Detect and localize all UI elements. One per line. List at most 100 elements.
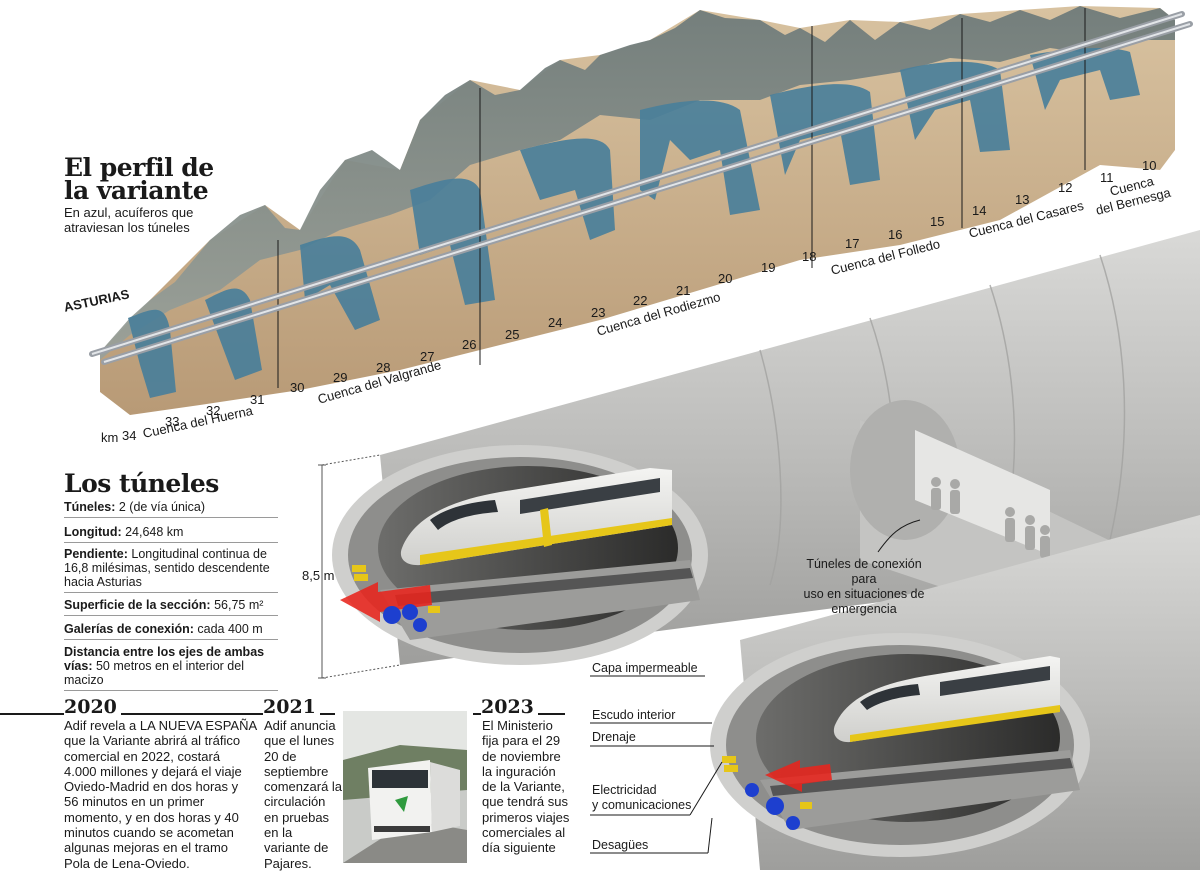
layer-electricity-line2: y comunicaciones <box>592 798 692 812</box>
km-mark: 31 <box>250 392 265 407</box>
timeline-line: El Ministerio <box>482 718 553 733</box>
timeline-line: 4.000 millones y dejará el viaje <box>64 763 242 779</box>
profile-title-line2: la variante <box>64 176 209 205</box>
connection-line2: uso en situaciones de <box>803 587 925 601</box>
timeline-line: de la Variante, <box>482 779 565 795</box>
km-mark: 19 <box>761 260 776 275</box>
layer-drainage: Drenaje <box>592 730 636 744</box>
km-mark: 14 <box>972 203 987 218</box>
timeline-line: Adif anuncia <box>264 718 336 733</box>
spec-item: Túneles: 2 (de vía única) <box>64 500 278 518</box>
layer-waterproof: Capa impermeable <box>592 661 698 675</box>
layer-electricity-line1: Electricidad <box>592 783 657 797</box>
timeline-line: en la <box>264 825 293 841</box>
people-silhouettes <box>931 477 1050 558</box>
km-mark: 17 <box>845 236 860 251</box>
spec-label: Superficie de la sección: <box>64 598 211 612</box>
spec-label: Túneles: <box>64 500 116 514</box>
spec-value: cada 400 m <box>193 622 263 636</box>
direction-arrow-lower <box>765 760 832 792</box>
tunnel-tubes-profile <box>89 11 1193 365</box>
timeline-line: comenzará la <box>264 779 343 795</box>
spec-item: Pendiente: Longitudinal continua de 16,8… <box>64 547 278 593</box>
lower-tunnel-section <box>710 633 1090 857</box>
profile-title-line1: El perfil de <box>64 153 214 182</box>
spec-label: Distancia entre los ejes de ambas vías: <box>64 645 265 673</box>
tunnel-cutaway <box>318 230 1200 870</box>
timeline-line: circulación <box>264 794 326 810</box>
timeline-line: de noviembre <box>482 748 561 764</box>
km-mark: 22 <box>633 293 648 308</box>
callout-lines <box>590 519 921 854</box>
mountain-ridge <box>100 6 1175 360</box>
timeline-line: que el lunes <box>264 733 335 749</box>
layer-drains: Desagües <box>592 838 649 852</box>
timeline-line: que tendrá sus <box>482 794 569 810</box>
timeline-line: septiembre <box>264 763 329 779</box>
spec-value: 24,648 km <box>121 525 184 539</box>
year-2020: 2020 <box>64 697 121 717</box>
height-label: 8,5 m <box>302 568 335 583</box>
km-mark: 23 <box>591 305 606 320</box>
spec-value: Longitudinal continua de 16,8 milésimas,… <box>64 547 270 589</box>
spec-value: 50 metros en el interior del macizo <box>64 659 244 687</box>
spec-label: Pendiente: <box>64 547 128 561</box>
timeline-line: comercial en 2022, costará <box>64 748 221 764</box>
upper-tunnel-section <box>332 445 708 665</box>
km-mark: 32 <box>206 403 221 418</box>
km-mark: 28 <box>376 360 391 375</box>
km-mark: 25 <box>505 327 520 342</box>
km-mark: 10 <box>1142 158 1157 173</box>
timeline-line: comerciales al <box>482 825 566 841</box>
timeline-line: Pajares. <box>264 855 312 871</box>
km-mark: 18 <box>802 249 817 264</box>
km-mark: 34 <box>122 428 137 443</box>
timeline-line: 20 de <box>264 748 297 764</box>
km-mark: 21 <box>676 283 691 298</box>
mountain-profile <box>89 6 1193 415</box>
connection-tunnels-label: Túneles de conexión para uso en situacio… <box>794 557 934 617</box>
km-mark: 30 <box>290 380 305 395</box>
timeline-line: variante de <box>264 840 329 856</box>
timeline-line: Pola de Lena-Oviedo. <box>64 855 190 871</box>
layer-inner-shield: Escudo interior <box>592 708 676 722</box>
spec-label: Galerías de conexión: <box>64 622 194 636</box>
timeline-line: fija para el 29 <box>482 733 561 749</box>
km-mark: 20 <box>718 271 733 286</box>
timeline-line: la inguración <box>482 763 556 779</box>
year-2023: 2023 <box>481 697 538 717</box>
timeline-rule-2020 <box>0 713 325 715</box>
spec-label: Longitud: <box>64 525 122 539</box>
connection-line1: Túneles de conexión para <box>806 557 922 586</box>
spec-item: Superficie de la sección: 56,75 m² <box>64 598 278 616</box>
timeline-line: que la Variante abrirá al tráfico <box>64 733 241 749</box>
connection-line3: emergencia <box>831 602 897 616</box>
height-dimension <box>318 454 401 679</box>
basin-dividers <box>277 8 1086 388</box>
spec-value: 56,75 m² <box>210 598 264 612</box>
spec-item: Longitud: 24,648 km <box>64 525 278 543</box>
direction-arrow-upper <box>340 582 432 622</box>
km-mark: 16 <box>888 227 903 242</box>
timeline-line: minutos cuando se acometan <box>64 825 234 841</box>
km-mark: 12 <box>1058 180 1073 195</box>
timeline-line: día siguiente <box>482 840 556 856</box>
timeline-line: Oviedo-Madrid en dos horas y <box>64 779 239 795</box>
km-mark: 29 <box>333 370 348 385</box>
km-mark: 11 <box>1100 170 1114 185</box>
timeline-line: primeros viajes <box>482 809 570 825</box>
timeline-line: en pruebas <box>264 809 330 825</box>
aquifers <box>128 48 1140 398</box>
km-mark: 24 <box>548 315 563 330</box>
timeline-line: 56 minutos en un primer <box>64 794 205 810</box>
km-mark: 13 <box>1015 192 1030 207</box>
profile-subtitle-line1: En azul, acuíferos que <box>64 205 194 220</box>
spec-value: 2 (de vía única) <box>115 500 206 514</box>
km-prefix: km <box>101 430 119 445</box>
timeline-line: Adif revela a LA NUEVA ESPAÑA <box>64 718 258 733</box>
spec-item: Galerías de conexión: cada 400 m <box>64 622 278 640</box>
